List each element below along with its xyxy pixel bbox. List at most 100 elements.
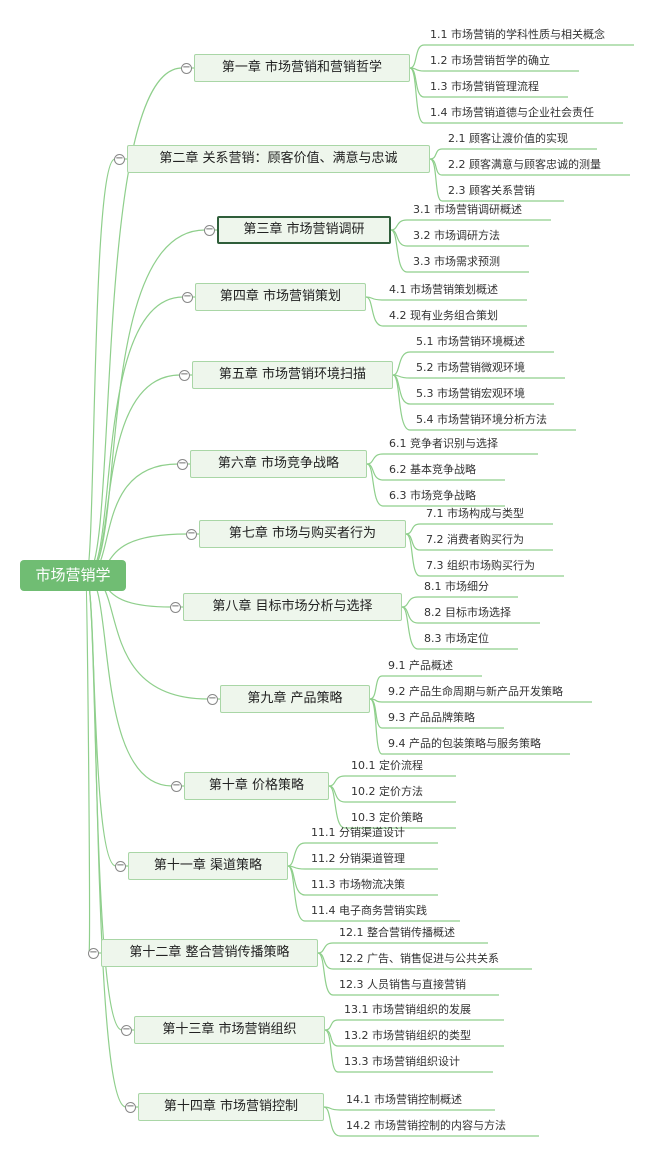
- topic-leaf[interactable]: 3.1 市场营销调研概述: [413, 203, 522, 216]
- collapse-toggle-icon[interactable]: −: [125, 1100, 136, 1113]
- topic-leaf[interactable]: 7.3 组织市场购买行为: [426, 559, 535, 572]
- topic-leaf[interactable]: 2.3 顾客关系营销: [448, 184, 535, 197]
- collapse-toggle-icon[interactable]: −: [207, 692, 218, 705]
- topic-leaf[interactable]: 2.2 顾客满意与顾客忠诚的测量: [448, 158, 601, 171]
- leaf-connector: [390, 219, 408, 231]
- root-connector: [85, 67, 183, 576]
- topic-leaf[interactable]: 12.3 人员销售与直接营销: [339, 978, 466, 991]
- topic-leaf[interactable]: 1.3 市场营销管理流程: [430, 80, 539, 93]
- chapter-node[interactable]: 第五章 市场营销环境扫描: [192, 361, 393, 389]
- topic-leaf[interactable]: 4.2 现有业务组合策划: [389, 309, 498, 322]
- topic-leaf[interactable]: 5.3 市场营销宏观环境: [416, 387, 525, 400]
- topic-leaf[interactable]: 1.2 市场营销哲学的确立: [430, 54, 550, 67]
- topic-leaf[interactable]: 9.3 产品品牌策略: [388, 711, 475, 724]
- topic-leaf[interactable]: 9.2 产品生命周期与新产品开发策略: [388, 685, 563, 698]
- topic-leaf[interactable]: 1.1 市场营销的学科性质与相关概念: [430, 28, 605, 41]
- leaf-connector: [429, 158, 443, 202]
- chapter-node[interactable]: 第一章 市场营销和营销哲学: [194, 54, 410, 82]
- topic-leaf[interactable]: 6.2 基本竞争战略: [389, 463, 476, 476]
- collapse-toggle-icon[interactable]: −: [121, 1023, 132, 1036]
- chapter-node[interactable]: 第十章 价格策略: [184, 772, 329, 800]
- topic-leaf[interactable]: 10.3 定价策略: [351, 811, 423, 824]
- leaf-connector: [429, 158, 443, 176]
- leaf-connector: [324, 1029, 339, 1073]
- topic-leaf[interactable]: 13.2 市场营销组织的类型: [344, 1029, 471, 1042]
- topic-leaf[interactable]: 5.2 市场营销微观环境: [416, 361, 525, 374]
- chapter-node[interactable]: 第十四章 市场营销控制: [138, 1093, 324, 1121]
- topic-leaf[interactable]: 7.1 市场构成与类型: [426, 507, 524, 520]
- leaf-connector: [317, 942, 334, 954]
- topic-leaf[interactable]: 11.3 市场物流决策: [311, 878, 405, 891]
- topic-leaf[interactable]: 6.1 竞争者识别与选择: [389, 437, 498, 450]
- leaf-connector: [405, 533, 421, 577]
- leaf-connector: [328, 785, 346, 829]
- topic-leaf[interactable]: 14.2 市场营销控制的内容与方法: [346, 1119, 506, 1132]
- leaf-connector: [392, 374, 411, 431]
- chapter-node[interactable]: 第三章 市场营销调研: [217, 216, 391, 244]
- leaf-connector: [366, 453, 384, 465]
- topic-leaf[interactable]: 6.3 市场竞争战略: [389, 489, 476, 502]
- collapse-toggle-icon[interactable]: −: [182, 290, 193, 303]
- topic-leaf[interactable]: 3.2 市场调研方法: [413, 229, 500, 242]
- collapse-toggle-icon[interactable]: −: [171, 779, 182, 792]
- collapse-toggle-icon[interactable]: −: [170, 600, 181, 613]
- leaf-connector: [317, 952, 334, 996]
- collapse-toggle-icon[interactable]: −: [88, 946, 99, 959]
- topic-leaf[interactable]: 13.1 市场营销组织的发展: [344, 1003, 471, 1016]
- topic-leaf[interactable]: 1.4 市场营销道德与企业社会责任: [430, 106, 594, 119]
- leaf-connector: [328, 775, 346, 787]
- collapse-toggle-icon[interactable]: −: [181, 61, 192, 74]
- root-node[interactable]: 市场营销学: [20, 560, 126, 591]
- leaf-connector: [365, 296, 384, 327]
- leaf-connector: [287, 842, 306, 867]
- topic-leaf[interactable]: 9.1 产品概述: [388, 659, 453, 672]
- chapter-node[interactable]: 第八章 目标市场分析与选择: [183, 593, 402, 621]
- topic-leaf[interactable]: 4.1 市场营销策划概述: [389, 283, 498, 296]
- topic-leaf[interactable]: 5.4 市场营销环境分析方法: [416, 413, 547, 426]
- collapse-toggle-icon[interactable]: −: [186, 527, 197, 540]
- leaf-connector: [324, 1019, 339, 1031]
- leaf-connector: [429, 148, 443, 160]
- topic-leaf[interactable]: 13.3 市场营销组织设计: [344, 1055, 460, 1068]
- collapse-toggle-icon[interactable]: −: [204, 223, 215, 236]
- collapse-toggle-icon[interactable]: −: [114, 152, 125, 165]
- leaf-connector: [401, 596, 419, 608]
- collapse-toggle-icon[interactable]: −: [177, 457, 188, 470]
- chapter-node[interactable]: 第四章 市场营销策划: [195, 283, 366, 311]
- topic-leaf[interactable]: 12.1 整合营销传播概述: [339, 926, 455, 939]
- topic-leaf[interactable]: 12.2 广告、销售促进与公共关系: [339, 952, 499, 965]
- topic-leaf[interactable]: 11.1 分销渠道设计: [311, 826, 405, 839]
- chapter-node[interactable]: 第六章 市场竞争战略: [190, 450, 367, 478]
- leaf-connector: [323, 1106, 341, 1137]
- collapse-toggle-icon[interactable]: −: [179, 368, 190, 381]
- chapter-node[interactable]: 第二章 关系营销：顾客价值、满意与忠诚: [127, 145, 430, 173]
- topic-leaf[interactable]: 8.3 市场定位: [424, 632, 489, 645]
- leaf-connector: [390, 229, 408, 273]
- topic-leaf[interactable]: 11.2 分销渠道管理: [311, 852, 405, 865]
- chapter-node[interactable]: 第十一章 渠道策略: [128, 852, 288, 880]
- topic-leaf[interactable]: 8.1 市场细分: [424, 580, 489, 593]
- chapter-node[interactable]: 第十三章 市场营销组织: [134, 1016, 325, 1044]
- topic-leaf[interactable]: 3.3 市场需求预测: [413, 255, 500, 268]
- topic-leaf[interactable]: 8.2 目标市场选择: [424, 606, 511, 619]
- topic-leaf[interactable]: 7.2 消费者购买行为: [426, 533, 524, 546]
- leaf-connector: [366, 463, 384, 507]
- topic-leaf[interactable]: 11.4 电子商务营销实践: [311, 904, 427, 917]
- root-connector: [85, 574, 127, 1108]
- chapter-node[interactable]: 第七章 市场与购买者行为: [199, 520, 406, 548]
- leaf-connector: [409, 67, 425, 124]
- leaf-connector: [405, 523, 421, 535]
- topic-leaf[interactable]: 2.1 顾客让渡价值的实现: [448, 132, 568, 145]
- topic-leaf[interactable]: 14.1 市场营销控制概述: [346, 1093, 462, 1106]
- chapter-node[interactable]: 第九章 产品策略: [220, 685, 370, 713]
- topic-leaf[interactable]: 10.1 定价流程: [351, 759, 423, 772]
- root-connector: [85, 296, 184, 576]
- topic-leaf[interactable]: 10.2 定价方法: [351, 785, 423, 798]
- chapter-node[interactable]: 第十二章 整合营销传播策略: [101, 939, 318, 967]
- leaf-connector: [401, 606, 419, 650]
- topic-leaf[interactable]: 9.4 产品的包装策略与服务策略: [388, 737, 541, 750]
- collapse-toggle-icon[interactable]: −: [115, 859, 126, 872]
- topic-leaf[interactable]: 5.1 市场营销环境概述: [416, 335, 525, 348]
- leaf-connector: [369, 675, 383, 700]
